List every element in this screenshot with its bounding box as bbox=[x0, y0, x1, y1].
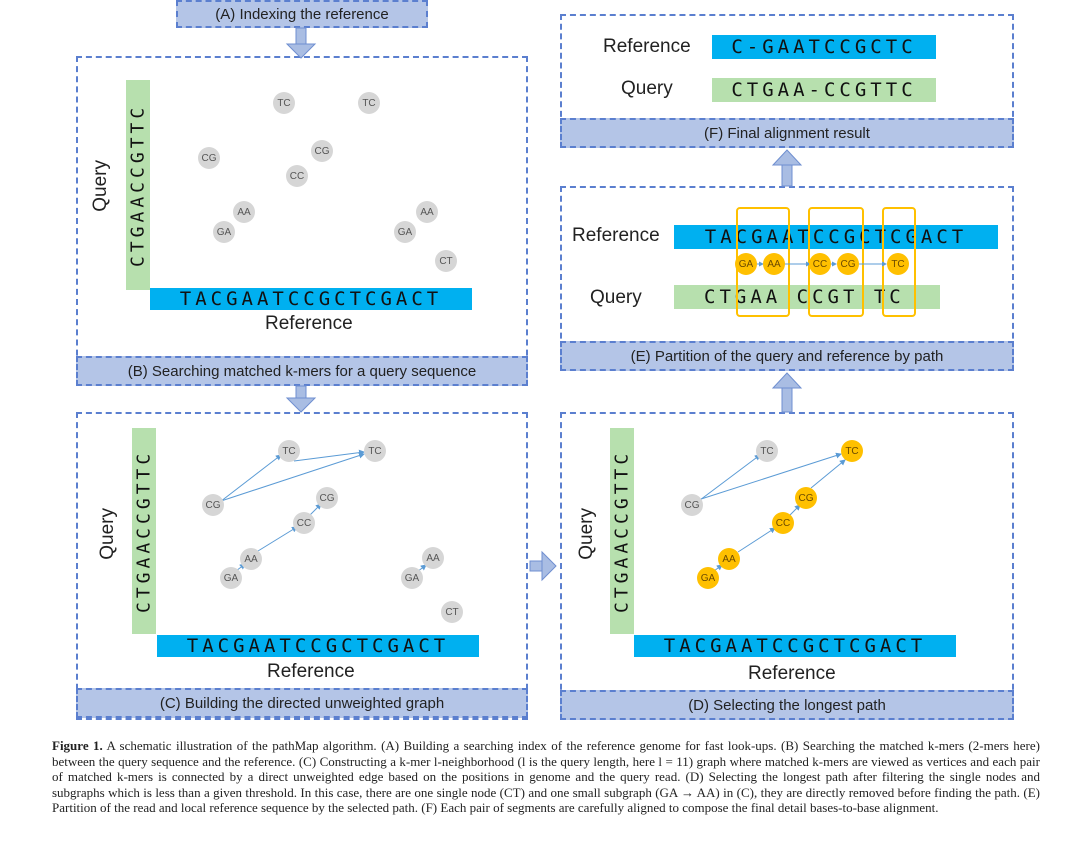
panel-e-reference-seq: TACGAATCCGCTCGACT bbox=[704, 226, 968, 248]
panel-e-query-bar: CTGAA CCGT TC bbox=[674, 285, 940, 309]
panel-b-node-cg-2: CG bbox=[311, 140, 333, 162]
panel-d-reference-bar: TACGAATCCGCTCGACT bbox=[634, 635, 956, 657]
edge-d-cg-tc bbox=[810, 459, 846, 489]
edge-tc1-tc2 bbox=[293, 449, 365, 462]
panel-d-caption-text: (D) Selecting the longest path bbox=[688, 696, 886, 714]
panel-f-query-label: Query bbox=[621, 78, 673, 99]
panel-e-caption: (E) Partition of the query and reference… bbox=[560, 341, 1014, 371]
figure-caption: Figure 1. A schematic illustration of th… bbox=[52, 738, 1040, 816]
panel-b-reference-label: Reference bbox=[265, 313, 353, 334]
panel-b-node-tc-1: TC bbox=[273, 92, 295, 114]
panel-b-node-ga-2: GA bbox=[394, 221, 416, 243]
panel-b-node-aa-2: AA bbox=[416, 201, 438, 223]
panel-b-node-ga-1: GA bbox=[213, 221, 235, 243]
panel-c-caption: (C) Building the directed unweighted gra… bbox=[76, 688, 528, 718]
figure-caption-label: Figure 1. bbox=[52, 738, 103, 753]
panel-d-node-tc-1: TC bbox=[756, 440, 778, 462]
panel-b-node-cg-1: CG bbox=[198, 147, 220, 169]
panel-f-query-bar: CTGAA-CCGTTC bbox=[712, 78, 936, 102]
panel-f-caption-text: (F) Final alignment result bbox=[704, 124, 870, 142]
edge-d-cg-tc1 bbox=[695, 454, 761, 504]
panel-b-caption-text: (B) Searching matched k-mers for a query… bbox=[127, 362, 477, 380]
panel-e-caption-text: (E) Partition of the query and reference… bbox=[630, 347, 944, 365]
panel-b-node-ct: CT bbox=[435, 250, 457, 272]
panel-e-query-seq: CTGAA CCGT TC bbox=[704, 286, 905, 308]
panel-c-node-ga-2: GA bbox=[401, 567, 423, 589]
panel-d-node-tc-2: TC bbox=[841, 440, 863, 462]
panel-f-caption: (F) Final alignment result bbox=[560, 118, 1014, 148]
arrow-c-to-d bbox=[529, 550, 557, 582]
panel-c-node-aa-1: AA bbox=[240, 548, 262, 570]
panel-c-node-tc-2: TC bbox=[364, 440, 386, 462]
panel-b-node-aa-1: AA bbox=[233, 201, 255, 223]
panel-d-node-cg-2: CG bbox=[795, 487, 817, 509]
panel-c-node-cg-2: CG bbox=[316, 487, 338, 509]
edge-d-cg-tc2 bbox=[697, 452, 842, 501]
figure-caption-text: A schematic illustration of the pathMap … bbox=[52, 738, 1040, 815]
panel-a-title: (A) Indexing the reference bbox=[176, 0, 428, 28]
panel-c-node-ct: CT bbox=[441, 601, 463, 623]
panel-f-reference-seq: C-GAATCCGCTC bbox=[731, 36, 917, 58]
panel-d-node-aa: AA bbox=[718, 548, 740, 570]
panel-e-node-cg: CG bbox=[837, 253, 859, 275]
panel-c-reference-bar: TACGAATCCGCTCGACT bbox=[157, 635, 479, 657]
panel-e-query-label: Query bbox=[590, 287, 642, 308]
panel-e-reference-label: Reference bbox=[572, 225, 660, 246]
panel-d-node-ga: GA bbox=[697, 567, 719, 589]
panel-c-node-ga-1: GA bbox=[220, 567, 242, 589]
panel-c-node-tc-1: TC bbox=[278, 440, 300, 462]
edge-aa-cc bbox=[257, 526, 298, 552]
arrow-b-to-c bbox=[285, 385, 317, 413]
arrow-a-to-b bbox=[285, 27, 317, 59]
edge-cg-tc1 bbox=[215, 454, 282, 506]
panel-c-caption-text: (C) Building the directed unweighted gra… bbox=[159, 694, 445, 712]
panel-e-node-cc: CC bbox=[809, 253, 831, 275]
panel-e-reference-bar: TACGAATCCGCTCGACT bbox=[674, 225, 998, 249]
panel-a-title-text: (A) Indexing the reference bbox=[215, 5, 389, 23]
panel-c-node-cc: CC bbox=[293, 512, 315, 534]
panel-d-node-cg-1: CG bbox=[681, 494, 703, 516]
panel-e-node-tc: TC bbox=[887, 253, 909, 275]
panel-b-reference-seq: TACGAATCCGCTCGACT bbox=[179, 288, 443, 310]
panel-d-reference-seq: TACGAATCCGCTCGACT bbox=[663, 635, 927, 657]
panel-f-reference-bar: C-GAATCCGCTC bbox=[712, 35, 936, 59]
panel-e-node-ga: GA bbox=[735, 253, 757, 275]
panel-c bbox=[76, 412, 528, 720]
panel-c-reference-seq: TACGAATCCGCTCGACT bbox=[186, 635, 450, 657]
panel-e-node-aa: AA bbox=[763, 253, 785, 275]
edge-d-aa-cc bbox=[737, 527, 776, 553]
panel-f-query-seq: CTGAA-CCGTTC bbox=[731, 79, 917, 101]
panel-d-node-cc: CC bbox=[772, 512, 794, 534]
panel-d-reference-label: Reference bbox=[748, 663, 836, 684]
panel-c-reference-label: Reference bbox=[267, 661, 355, 682]
edge-cg-tc2 bbox=[217, 452, 365, 503]
panel-b-reference-bar: TACGAATCCGCTCGACT bbox=[150, 288, 472, 310]
panel-b-node-tc-2: TC bbox=[358, 92, 380, 114]
panel-b-node-cc: CC bbox=[286, 165, 308, 187]
arrow-e-to-f bbox=[771, 149, 803, 187]
panel-d-caption: (D) Selecting the longest path bbox=[560, 690, 1014, 720]
panel-c-node-cg-1: CG bbox=[202, 494, 224, 516]
panel-f-reference-label: Reference bbox=[603, 36, 691, 57]
arrow-d-to-e bbox=[771, 372, 803, 413]
panel-c-node-aa-2: AA bbox=[422, 547, 444, 569]
panel-b-caption: (B) Searching matched k-mers for a query… bbox=[76, 356, 528, 386]
